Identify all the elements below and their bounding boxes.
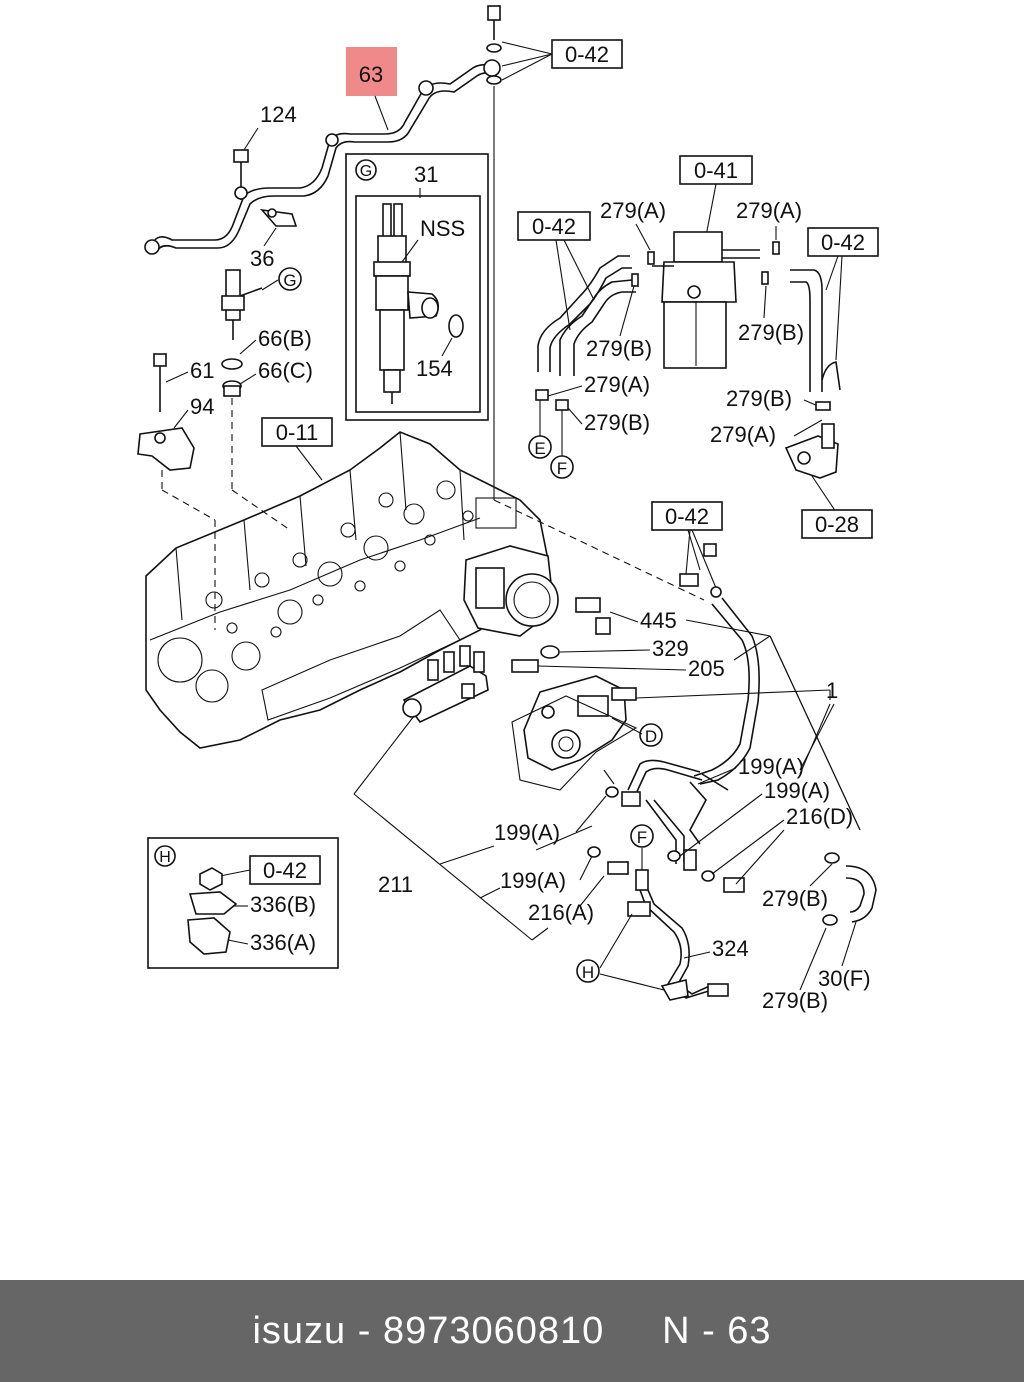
callout-279b-3: 279(B) [584,410,650,435]
callout-279a-4: 279(A) [710,422,776,447]
injection-pipe-63 [144,59,501,255]
ref-0-28: 0-28 [815,512,859,537]
callout-36: 36 [250,246,274,271]
callout-279b-1: 279(B) [586,336,652,361]
callout-124: 124 [260,102,297,127]
callout-154: 154 [416,356,453,381]
banjo-bolt-top [486,5,502,85]
callout-211: 211 [378,872,413,897]
callout-199a-1: 199(A) [738,754,804,779]
ref-0-42-right: 0-42 [821,230,865,255]
callout-30f: 30(F) [818,966,871,991]
label-nss: NSS [420,216,465,241]
ref-0-11: 0-11 [276,420,318,445]
callout-336b: 336(B) [250,892,316,917]
ref-0-42-top: 0-42 [565,42,609,67]
common-rail [402,645,489,724]
fuel-hose-left [537,255,636,376]
ref-0-42-left: 0-42 [532,214,576,239]
callout-279b-2: 279(B) [738,320,804,345]
clamp-36 [259,208,298,227]
callout-199a-4: 199(A) [500,868,566,893]
callout-94: 94 [190,394,214,419]
priming-pump [784,423,839,479]
footer-brand: isuzu [252,1310,347,1352]
clip-336a [187,917,231,955]
callout-216a: 216(A) [528,900,594,925]
marker-d: D [645,727,657,746]
callout-66c: 66(C) [258,358,313,383]
marker-h-1: H [582,963,594,982]
parts-diagram: 63 0-42 124 36 G 6 [137,5,879,1013]
callout-329: 329 [652,636,689,661]
callout-279b-6: 279(B) [762,988,828,1013]
callout-1: 1 [826,678,838,703]
fuel-pipe-324 [627,869,729,1001]
bolt-124 [233,149,249,200]
callout-279a-2: 279(A) [736,198,802,223]
footer-ref: N - 63 [662,1310,772,1352]
callout-66b: 66(B) [258,326,312,351]
hose-30f [822,852,877,926]
ref-0-42-mid: 0-42 [665,504,709,529]
marker-e: E [534,439,545,458]
stud-61 [153,353,167,412]
footer-sep-1: - [346,1310,383,1352]
callout-61: 61 [190,358,214,383]
callout-336a: 336(A) [250,930,316,955]
callout-445: 445 [640,608,677,633]
callout-279b-4: 279(B) [726,386,792,411]
injector-31 [373,203,440,404]
supply-pump [523,675,637,771]
marker-h-2: H [159,849,171,866]
marker-f-1: F [557,459,567,478]
clip-336b [188,891,238,915]
seal-66c [222,380,242,397]
fuel-hose-right [790,269,841,392]
marker-g-2: G [360,163,372,180]
callout-324: 324 [712,936,749,961]
footer-banner: isuzu - 8973060810 N - 63 [0,1280,1024,1382]
callout-279a-1: 279(A) [600,198,666,223]
bolt-mid [679,543,722,598]
footer-gap [604,1310,662,1352]
throttle-body [463,545,559,637]
callout-205: 205 [688,656,725,681]
fuel-return-line [693,597,760,785]
fuel-filter [652,231,760,369]
callout-216d: 216(D) [786,804,853,829]
callout-279b-5: 279(B) [762,886,828,911]
callout-279a-3: 279(A) [584,372,650,397]
cylinder-head [145,431,549,749]
marker-g-1: G [283,271,296,290]
footer-part-number: 8973060810 [382,1310,605,1352]
sensor-445 [575,597,611,635]
marker-f-2: F [637,828,647,847]
callout-63: 63 [359,62,383,87]
highlight-63-box [346,47,397,96]
callout-199a-3: 199(A) [494,820,560,845]
ref-0-42-h: 0-42 [263,858,307,883]
callout-31: 31 [414,162,438,187]
callout-199a-2: 199(A) [764,778,830,803]
feed-pipes [605,759,745,893]
injector-left [221,269,263,340]
nut-h [199,867,223,891]
ref-0-41: 0-41 [694,158,738,183]
clamp-94 [137,427,195,471]
